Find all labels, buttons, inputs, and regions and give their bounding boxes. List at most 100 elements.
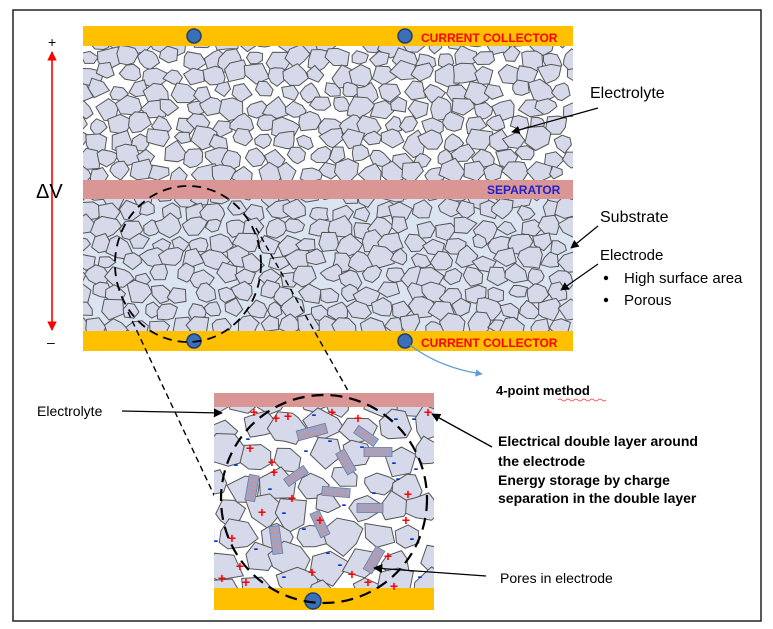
positive-charge: +	[424, 404, 432, 420]
negative-charge: -	[360, 438, 365, 454]
electrode-particle	[345, 300, 373, 320]
positive-charge: +	[228, 530, 236, 546]
electrode-particle	[103, 266, 135, 288]
positive-charge: +	[268, 454, 276, 470]
electrode-particle	[157, 246, 184, 266]
magnify-circle	[114, 185, 262, 343]
negative-charge: -	[394, 410, 399, 426]
electrode-particle	[281, 84, 300, 102]
terminal-dot-icon	[186, 28, 202, 44]
electrode-particle	[392, 300, 412, 321]
positive-charge: +	[288, 490, 296, 506]
electrode-particle	[147, 164, 170, 180]
positive-charge: +	[250, 404, 258, 420]
negative-charge: -	[396, 470, 401, 486]
electrode-particle	[169, 166, 188, 180]
electrode-particle	[414, 435, 434, 465]
electrode-particle	[273, 130, 295, 150]
electrode-particle	[401, 161, 425, 180]
electrode-particle	[342, 81, 361, 98]
positive-charge: +	[404, 486, 412, 502]
electrode-particle	[562, 48, 573, 72]
charge-markers: +++++++++++++++++++++++-----------------…	[214, 404, 432, 594]
electrode-particle	[550, 82, 571, 102]
electrode-particle	[383, 199, 405, 203]
electrode-particle	[89, 215, 123, 241]
electrode-particle	[536, 63, 562, 85]
electrode-particle	[204, 218, 222, 233]
electrode-particle	[451, 97, 477, 116]
positive-charge: +	[270, 464, 278, 480]
electrode-particle	[298, 110, 322, 132]
electrode-particle	[499, 316, 525, 331]
electrode-particle	[491, 199, 514, 220]
electrode-particle	[101, 298, 125, 321]
electrode-particle	[562, 102, 573, 117]
electrode-particle	[463, 160, 488, 180]
electrode-particle	[261, 95, 290, 119]
electrode-particle	[502, 46, 521, 62]
electrode-particle	[246, 299, 268, 319]
electrode-particle	[557, 298, 573, 321]
electrode-particle	[83, 50, 99, 64]
electrode-particle	[136, 48, 161, 70]
positive-charge: +	[354, 410, 362, 426]
electrode-particle	[297, 313, 322, 331]
electrode-bullet-1: High surface area	[624, 270, 743, 287]
electrode-particle	[90, 199, 108, 201]
electrode-particle	[377, 567, 414, 588]
electrode-particle	[443, 267, 463, 286]
electrode-particle	[268, 255, 290, 271]
negative-charge: -	[254, 540, 259, 556]
positive-charge: +	[308, 564, 316, 580]
electrode-particle	[495, 220, 517, 236]
electrode-particle	[557, 216, 573, 238]
electrode-particle	[214, 552, 245, 581]
electrode-particle	[318, 231, 339, 252]
electrode-particle	[351, 50, 369, 65]
electrode-particle	[83, 83, 94, 102]
electrode-particle	[416, 220, 436, 240]
pore-rod	[309, 509, 331, 539]
positive-charge: +	[348, 566, 356, 582]
electrode-particle	[234, 268, 257, 284]
electrode-particle	[158, 46, 179, 64]
electrode-particle	[284, 46, 311, 70]
electrode-particle	[428, 46, 443, 55]
electrode-particle	[556, 251, 573, 273]
electrode-particle	[277, 313, 301, 331]
electrode-bullet-2: Porous	[624, 292, 672, 309]
electrode-particle	[326, 407, 349, 418]
electrode-particle	[162, 69, 184, 86]
electrode-particle	[150, 284, 171, 305]
electrode-particle	[308, 206, 329, 222]
zoom-current-collector	[214, 588, 434, 610]
minus-terminal-label: –	[47, 334, 55, 350]
electrode-particle	[390, 247, 408, 266]
electrode-particle	[96, 149, 119, 168]
electrolyte-left-pointer	[121, 408, 223, 418]
electrode-particle	[305, 248, 327, 266]
double-layer-circle	[219, 393, 429, 605]
electrode-particle	[202, 65, 226, 86]
positive-charge: +	[236, 558, 244, 574]
electrode-particle	[333, 96, 351, 113]
electrode-particle	[266, 411, 307, 445]
electrode-particle	[214, 578, 239, 588]
negative-charge: -	[268, 480, 273, 496]
electrode-particle	[105, 235, 133, 260]
electrode-particle	[211, 164, 237, 180]
electrode-particle	[83, 213, 95, 234]
electrode-particle	[530, 318, 550, 331]
electrode-particle	[326, 301, 348, 321]
electrode-particle	[441, 111, 465, 132]
negative-charge: -	[246, 430, 251, 446]
positive-charge: +	[246, 440, 254, 456]
electrode-particle	[532, 232, 553, 252]
electrode-particle	[307, 48, 332, 72]
electrode-particle	[164, 139, 190, 163]
electrode-particle	[407, 99, 429, 120]
electrolyte-left-label: Electrolyte	[37, 403, 103, 419]
electrode-particle	[215, 46, 239, 51]
electrode-particle	[398, 115, 419, 134]
